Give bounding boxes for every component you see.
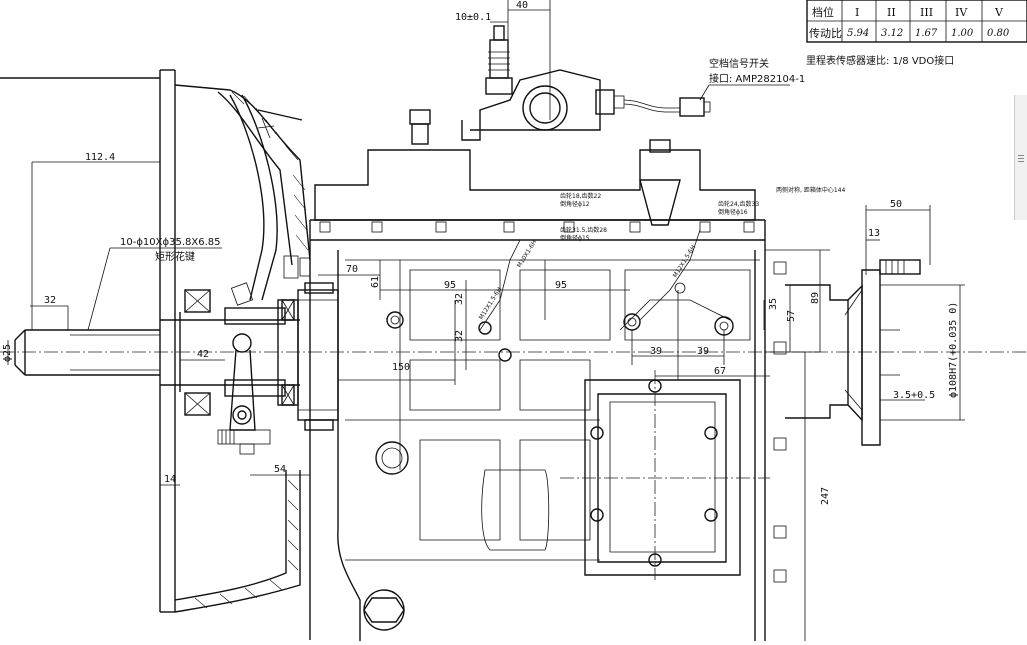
table-gear-5: V [994, 6, 1004, 19]
table-ratio-4: 1.00 [951, 28, 974, 39]
dim-40: 40 [516, 0, 528, 11]
dim-35: 35 [768, 298, 779, 310]
note-thread-1: M12X1.5-6H [478, 286, 504, 321]
dim-70: 70 [346, 264, 358, 275]
notes: 空档信号开关 接口: AMP282104-1 里程表传感器速比: 1/8 VDO… [87, 54, 954, 331]
table-ratio-5: 0.80 [987, 28, 1010, 39]
dim-42: 42 [197, 349, 209, 360]
note-a1: 齿轮18,齿数22 [560, 192, 601, 200]
dim-247: 247 [820, 487, 831, 505]
dim-54: 54 [274, 464, 286, 475]
dimension-lines [7, 0, 965, 641]
dim-39-a: 39 [650, 346, 662, 357]
note-a2: 倒角径ϕ12 [560, 200, 590, 208]
dim-32-upper: 32 [454, 293, 465, 305]
dim-13: 13 [868, 228, 880, 239]
ratio-table: 档位 传动比 I II III IV V 5.94 3.12 1.67 1.00… [806, 0, 1027, 43]
dim-14: 14 [164, 474, 176, 485]
scrollbar[interactable] [1014, 95, 1027, 220]
table-ratio-3: 1.67 [915, 28, 938, 39]
dim-112: 112.4 [85, 152, 115, 163]
table-gear-4: IV [955, 6, 968, 19]
dim-32-lower: 32 [454, 330, 465, 342]
table-ratio-1: 5.94 [847, 28, 869, 39]
dim-39-b: 39 [697, 346, 709, 357]
clutch-housing [0, 69, 311, 613]
scrollbar-grip [1018, 161, 1024, 162]
dim-32-left: 32 [44, 295, 56, 306]
output-flange [785, 259, 921, 446]
note-connector: 接口: AMP282104-1 [709, 72, 805, 85]
note-neutral-switch: 空档信号开关 [709, 57, 769, 70]
dim-10: 10±0.1 [455, 12, 491, 23]
note-c1: 两侧对称, 距箱体中心144 [776, 186, 845, 194]
table-gear-1: I [855, 6, 859, 19]
note-odometer: 里程表传感器速比: 1/8 VDO接口 [806, 54, 954, 67]
dim-phi108: ϕ108H7(+0.035 0) [948, 302, 959, 398]
dim-67: 67 [714, 366, 726, 377]
note-d2: 倒角径ϕ16 [718, 208, 748, 216]
dim-89: 89 [810, 292, 821, 304]
table-gear-2: II [887, 6, 896, 19]
scrollbar-grip [1018, 158, 1024, 159]
gearbox-housing [283, 25, 787, 641]
note-thread-2: M10X1-6H [516, 239, 538, 269]
input-shaft [14, 282, 339, 455]
note-thread-3: M12X1.5-6H [672, 244, 698, 279]
dim-50: 50 [890, 199, 902, 210]
scrollbar-grip [1018, 155, 1024, 156]
note-d1: 齿轮24,齿数33 [718, 200, 759, 208]
note-b2: 倒角径ϕ15 [560, 234, 590, 242]
dim-3-5: 3.5+0.5 [893, 390, 935, 401]
table-ratio-label: 传动比 [809, 27, 842, 40]
dim-95-right: 95 [555, 280, 567, 291]
dim-57: 57 [786, 310, 797, 322]
dim-95-left: 95 [444, 280, 456, 291]
dim-61: 61 [370, 276, 381, 288]
dimension-labels: 10±0.1 40 112.4 32 ϕ25 42 70 61 95 32 32… [2, 0, 959, 505]
dim-150: 150 [392, 362, 410, 373]
table-gear-3: III [920, 6, 933, 19]
table-ratio-2: 3.12 [881, 28, 903, 39]
note-b1: 齿轮31.5,齿数28 [560, 226, 607, 234]
dim-phi25: ϕ25 [2, 344, 13, 362]
note-spline-name: 矩形花键 [155, 250, 195, 263]
table-gear-label: 档位 [812, 5, 834, 19]
note-spline-spec: 10-ϕ10Xϕ35.8X6.85 [120, 237, 220, 248]
